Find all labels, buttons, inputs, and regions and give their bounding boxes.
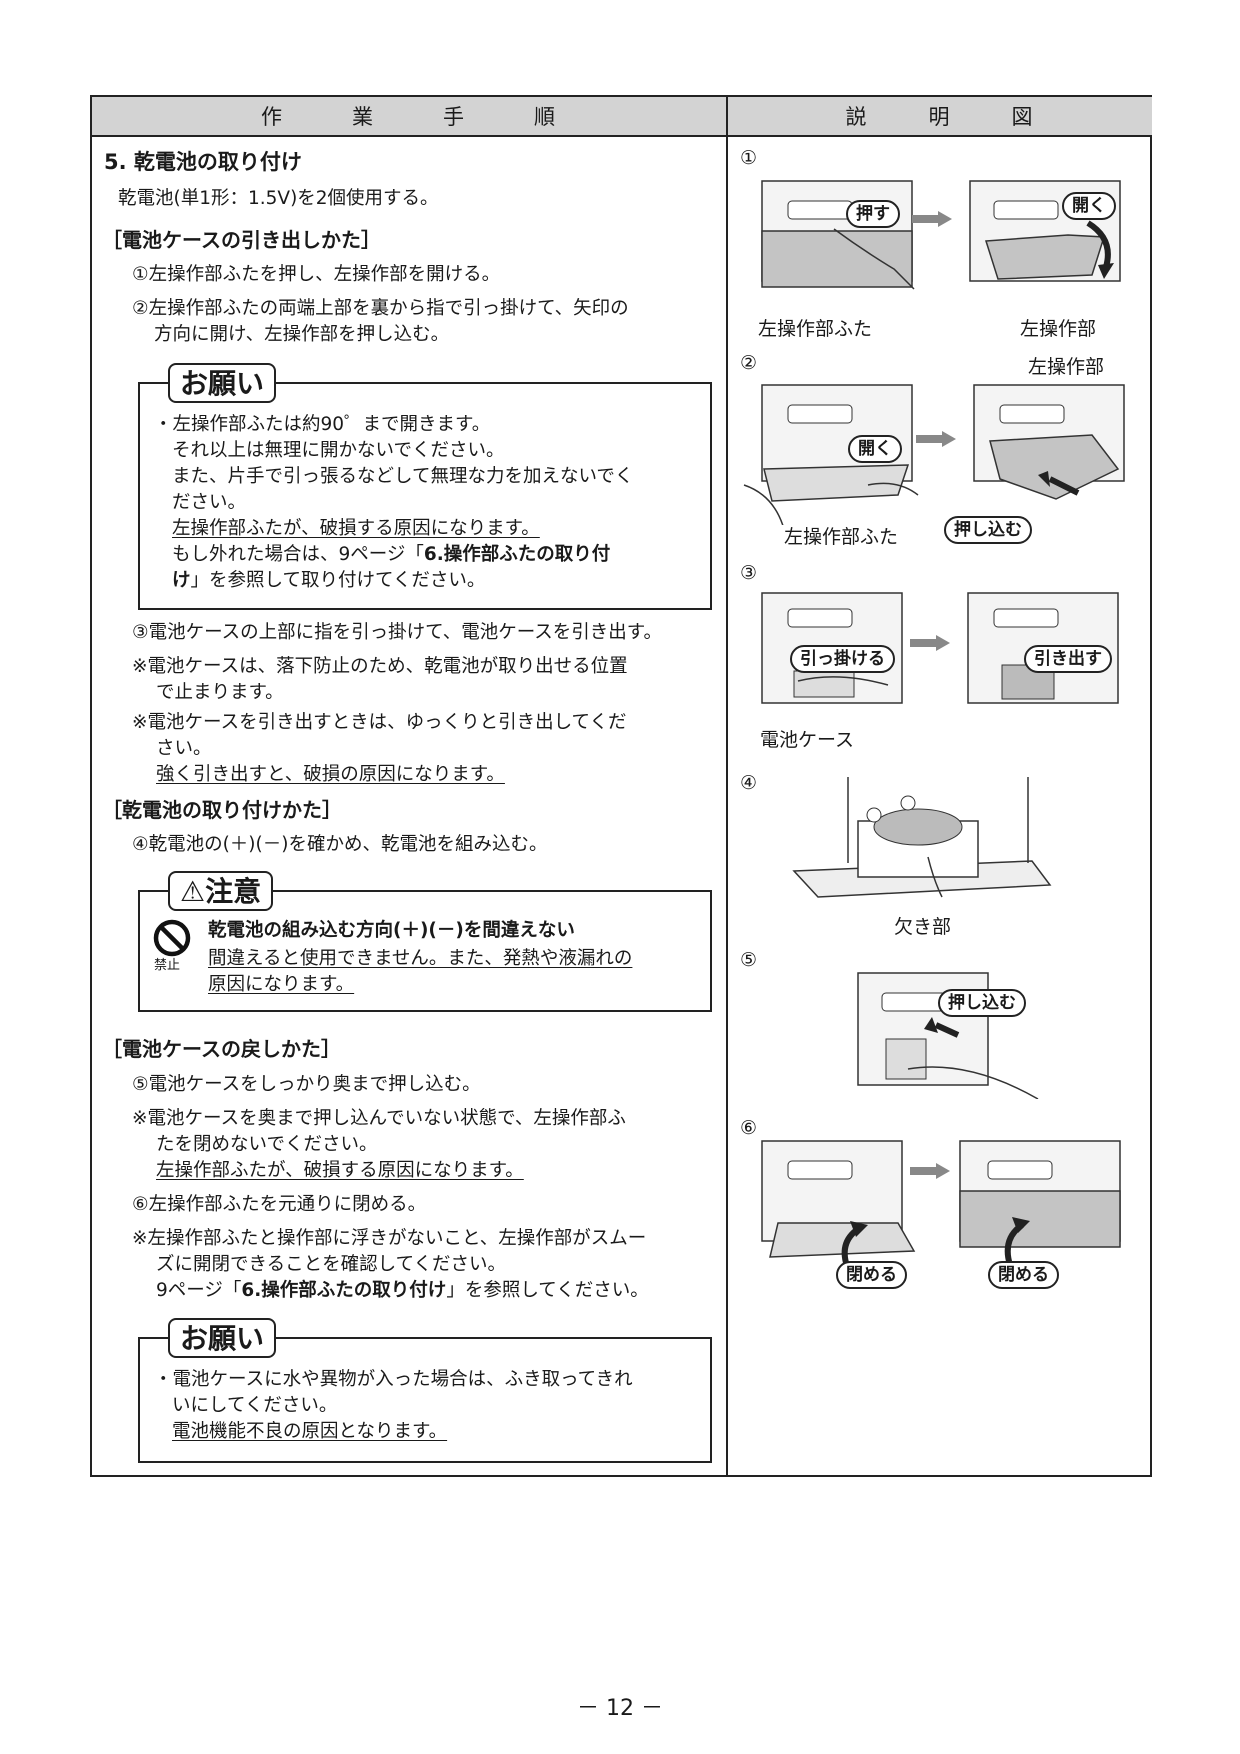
note-2-line3: 強く引き出すと、破損の原因になります。 [156,764,505,785]
header-char: 明 [928,105,952,129]
callout-open: 開く [1062,192,1116,220]
step-6: ⑥左操作部ふたを元通りに閉める。 [132,1194,427,1215]
notice-text: いにしてください。 [172,1395,338,1416]
label-battery-case: 電池ケース [760,729,855,751]
figure-5-illustration [857,972,1039,1099]
note-4-line3: 9ページ「6.操作部ふたの取り付け」を参照してください。 [156,1278,649,1304]
label-left-cover: 左操作部ふた [784,526,899,548]
step-3: ③電池ケースの上部に指を引っ掛けて、電池ケースを引き出す。 [132,622,662,643]
column-separator [726,135,728,1477]
header-char: 図 [1011,105,1035,129]
note-3-line1: ※電池ケースを奥まで押し込んでいない状態で、左操作部ふ [132,1108,626,1129]
notice-text: それ以上は無理に開かないでください。 [172,440,505,461]
label-left-panel: 左操作部 [1028,356,1105,378]
note-2-line1: ※電池ケースを引き出すときは、ゆっくりと引き出してくだ [132,712,627,733]
header-char: 説 [845,105,869,129]
callout-pull-out: 引き出す [1024,645,1112,673]
notice-warning-text: 左操作部ふたが、破損する原因になります。 [172,518,540,539]
note-3-line3: 左操作部ふたが、破損する原因になります。 [156,1160,524,1181]
ref-text: 」を参照してください。 [446,1280,649,1301]
header-char: 順 [534,105,557,129]
step-4: ④乾電池の(＋)(－)を確かめ、乾電池を組み込む。 [132,834,548,855]
header-char: 手 [443,105,466,129]
header-illustration: 説 明 図 [728,97,1152,137]
section-intro: 乾電池(単1形：1.5V)を2個使用する。 [118,188,439,209]
step-2-line2: 方向に開け、左操作部を押し込む。 [154,324,450,345]
figure-3-number: ③ [740,562,758,584]
callout-hook: 引っ掛ける [790,645,895,673]
callout-close-left: 閉める [836,1261,907,1289]
figure-6-number: ⑥ [740,1117,758,1139]
ref-title: 6.操作部ふたの取り付 [423,544,611,565]
notice-tag-1: お願い [168,363,277,403]
notice-text: ださい。 [172,492,247,513]
note-1-line1: ※電池ケースは、落下防止のため、乾電池が取り出せる位置 [132,656,628,677]
label-left-panel: 左操作部 [1020,318,1097,340]
caution-text: 間違えると使用できません。また、発熱や液漏れの [208,948,633,969]
ref-text: 9ページ「 [156,1280,242,1301]
notice-box-2: ・電池ケースに水や異物が入った場合は、ふき取ってきれ いにしてください。 電池機… [138,1337,712,1463]
callout-push-in: 押し込む [938,989,1026,1017]
callout-push-in: 押し込む [944,516,1032,544]
notice-warning-text: 電池機能不良の原因となります。 [172,1421,448,1442]
caution-text: 原因になります。 [208,974,355,995]
label-notch: 欠き部 [894,916,952,938]
note-3-line2: たを閉めないでください。 [156,1134,378,1155]
callout-push: 押す [846,200,900,228]
prohibition-icon [153,919,191,957]
notice-text: また、片手で引っ張るなどして無理な力を加えないでく [172,466,634,487]
ref-title: 6.操作部ふたの取り付け [241,1280,447,1301]
figure-4-illustration [792,777,1052,898]
step-1: ①左操作部ふたを押し、左操作部を開ける。 [132,264,501,285]
procedure-column: 5. 乾電池の取り付け 乾電池(単1形：1.5V)を2個使用する。 ［電池ケース… [92,137,726,1477]
note-4-line1: ※左操作部ふたと操作部に浮きがないこと、左操作部がスムー [132,1228,647,1249]
ref-title: け [172,570,191,591]
note-1-line2: で止まります。 [156,682,284,703]
step-2-line1: ②左操作部ふたの両端上部を裏から指で引っ掛けて、矢印の [132,298,629,319]
callout-open: 開く [848,435,902,463]
caution-headline: 乾電池の組み込む方向(＋)(－)を間違えない [208,920,575,941]
notice-ref-line: もし外れた場合は、9ページ「6.操作部ふたの取り付 [172,542,610,568]
figure-4-number: ④ [740,772,758,794]
ref-text: 」を参照して取り付けてください。 [190,570,486,591]
notice-box-1: ・左操作部ふたは約90゜まで開きます。 それ以上は無理に開かないでください。 ま… [138,382,712,610]
notice-tag-2: お願い [168,1318,277,1358]
figure-6-illustration [761,1140,1121,1271]
caution-tag: ⚠注意 [168,871,274,911]
notice-text: ・左操作部ふたは約90゜まで開きます。 [154,414,491,435]
figure-1-illustration [761,180,1121,290]
subheading-install: ［乾電池の取り付けかた］ [102,798,342,822]
header-char: 業 [352,105,375,129]
figure-2-illustration [743,384,1125,525]
figure-2-number: ② [740,352,758,374]
notice-ref-line2: け」を参照して取り付けてください。 [172,568,485,594]
page-number: － 12 － [577,1696,663,1721]
figure-5-number: ⑤ [740,949,758,971]
section-title: 5. 乾電池の取り付け [104,150,302,174]
ref-text: もし外れた場合は、9ページ「 [172,544,424,565]
prohibition-label: 禁止 [154,958,181,973]
header-char: 作 [261,105,284,129]
subheading-return: ［電池ケースの戻しかた］ [102,1037,341,1061]
note-4-line2: ズに開閉できることを確認してください。 [156,1254,507,1275]
notice-text: ・電池ケースに水や異物が入った場合は、ふき取ってきれ [154,1369,633,1390]
caution-box: 禁止 乾電池の組み込む方向(＋)(－)を間違えない 間違えると使用できません。ま… [138,890,712,1012]
figure-1-number: ① [740,147,758,169]
header-procedure: 作 業 手 順 [92,97,728,137]
step-5: ⑤電池ケースをしっかり奥まで押し込む。 [132,1074,481,1095]
illustration-column: ① 押す 開く 左操作部ふた 左操作部 ② 左操作部 [728,137,1152,1477]
label-left-cover: 左操作部ふた [758,318,873,340]
subheading-pull-out: ［電池ケースの引き出しかた］ [102,228,381,252]
instruction-table: 作 業 手 順 説 明 図 5. 乾電池の取り付け 乾電池(単1形：1.5V)を… [90,95,1152,1477]
note-2-line2: さい。 [156,738,212,759]
callout-close-right: 閉める [988,1261,1059,1289]
